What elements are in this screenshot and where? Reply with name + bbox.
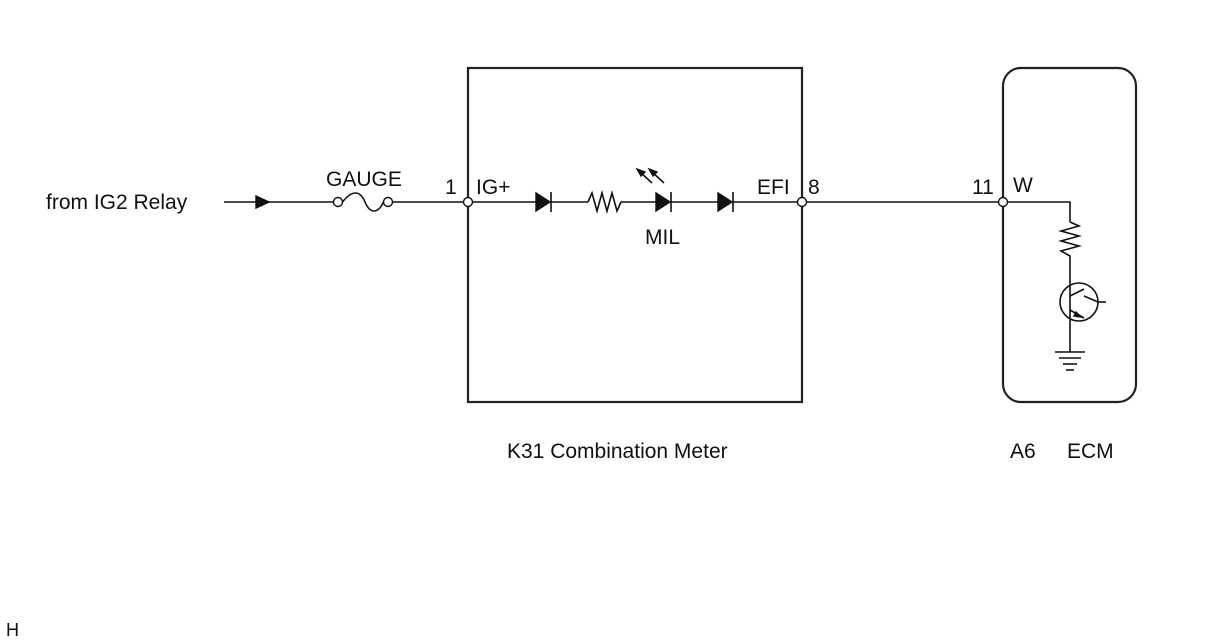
direction-arrow-icon: [255, 194, 271, 210]
combination-meter-box: [466, 66, 804, 404]
meter-pin-in-terminal: [462, 196, 474, 208]
ecm-resistor-icon: [1058, 221, 1082, 285]
meter-pin-out-terminal: [796, 196, 808, 208]
resistor-icon: [587, 190, 622, 214]
diode-icon: [535, 191, 552, 213]
mil-lamp-led-icon: [635, 167, 672, 213]
meter-pin-out-name: EFI: [757, 176, 790, 199]
fuse-label: GAUGE: [326, 168, 402, 191]
figure-code: H: [6, 620, 19, 640]
diode-icon: [717, 191, 734, 213]
meter-pin-in-name: IG+: [476, 176, 510, 199]
ecm-name: ECM: [1067, 440, 1114, 463]
combination-meter-name: K31 Combination Meter: [507, 440, 728, 463]
mil-label: MIL: [645, 226, 680, 249]
ecm-internal-wire: [1007, 201, 1071, 222]
fuse-icon: [332, 192, 394, 212]
ecm-pin-terminal: [997, 196, 1009, 208]
meter-pin-in-number: 1: [445, 176, 457, 199]
ground-icon: [1055, 351, 1085, 371]
ecm-connector-code: A6: [1010, 440, 1036, 463]
transistor-icon: [1059, 282, 1106, 352]
ecm-wire-color: W: [1013, 174, 1033, 197]
meter-pin-out-number: 8: [808, 176, 820, 199]
source-label: from IG2 Relay: [46, 191, 188, 214]
ecm-box: [1001, 66, 1138, 404]
ecm-pin-number: 11: [972, 176, 994, 199]
